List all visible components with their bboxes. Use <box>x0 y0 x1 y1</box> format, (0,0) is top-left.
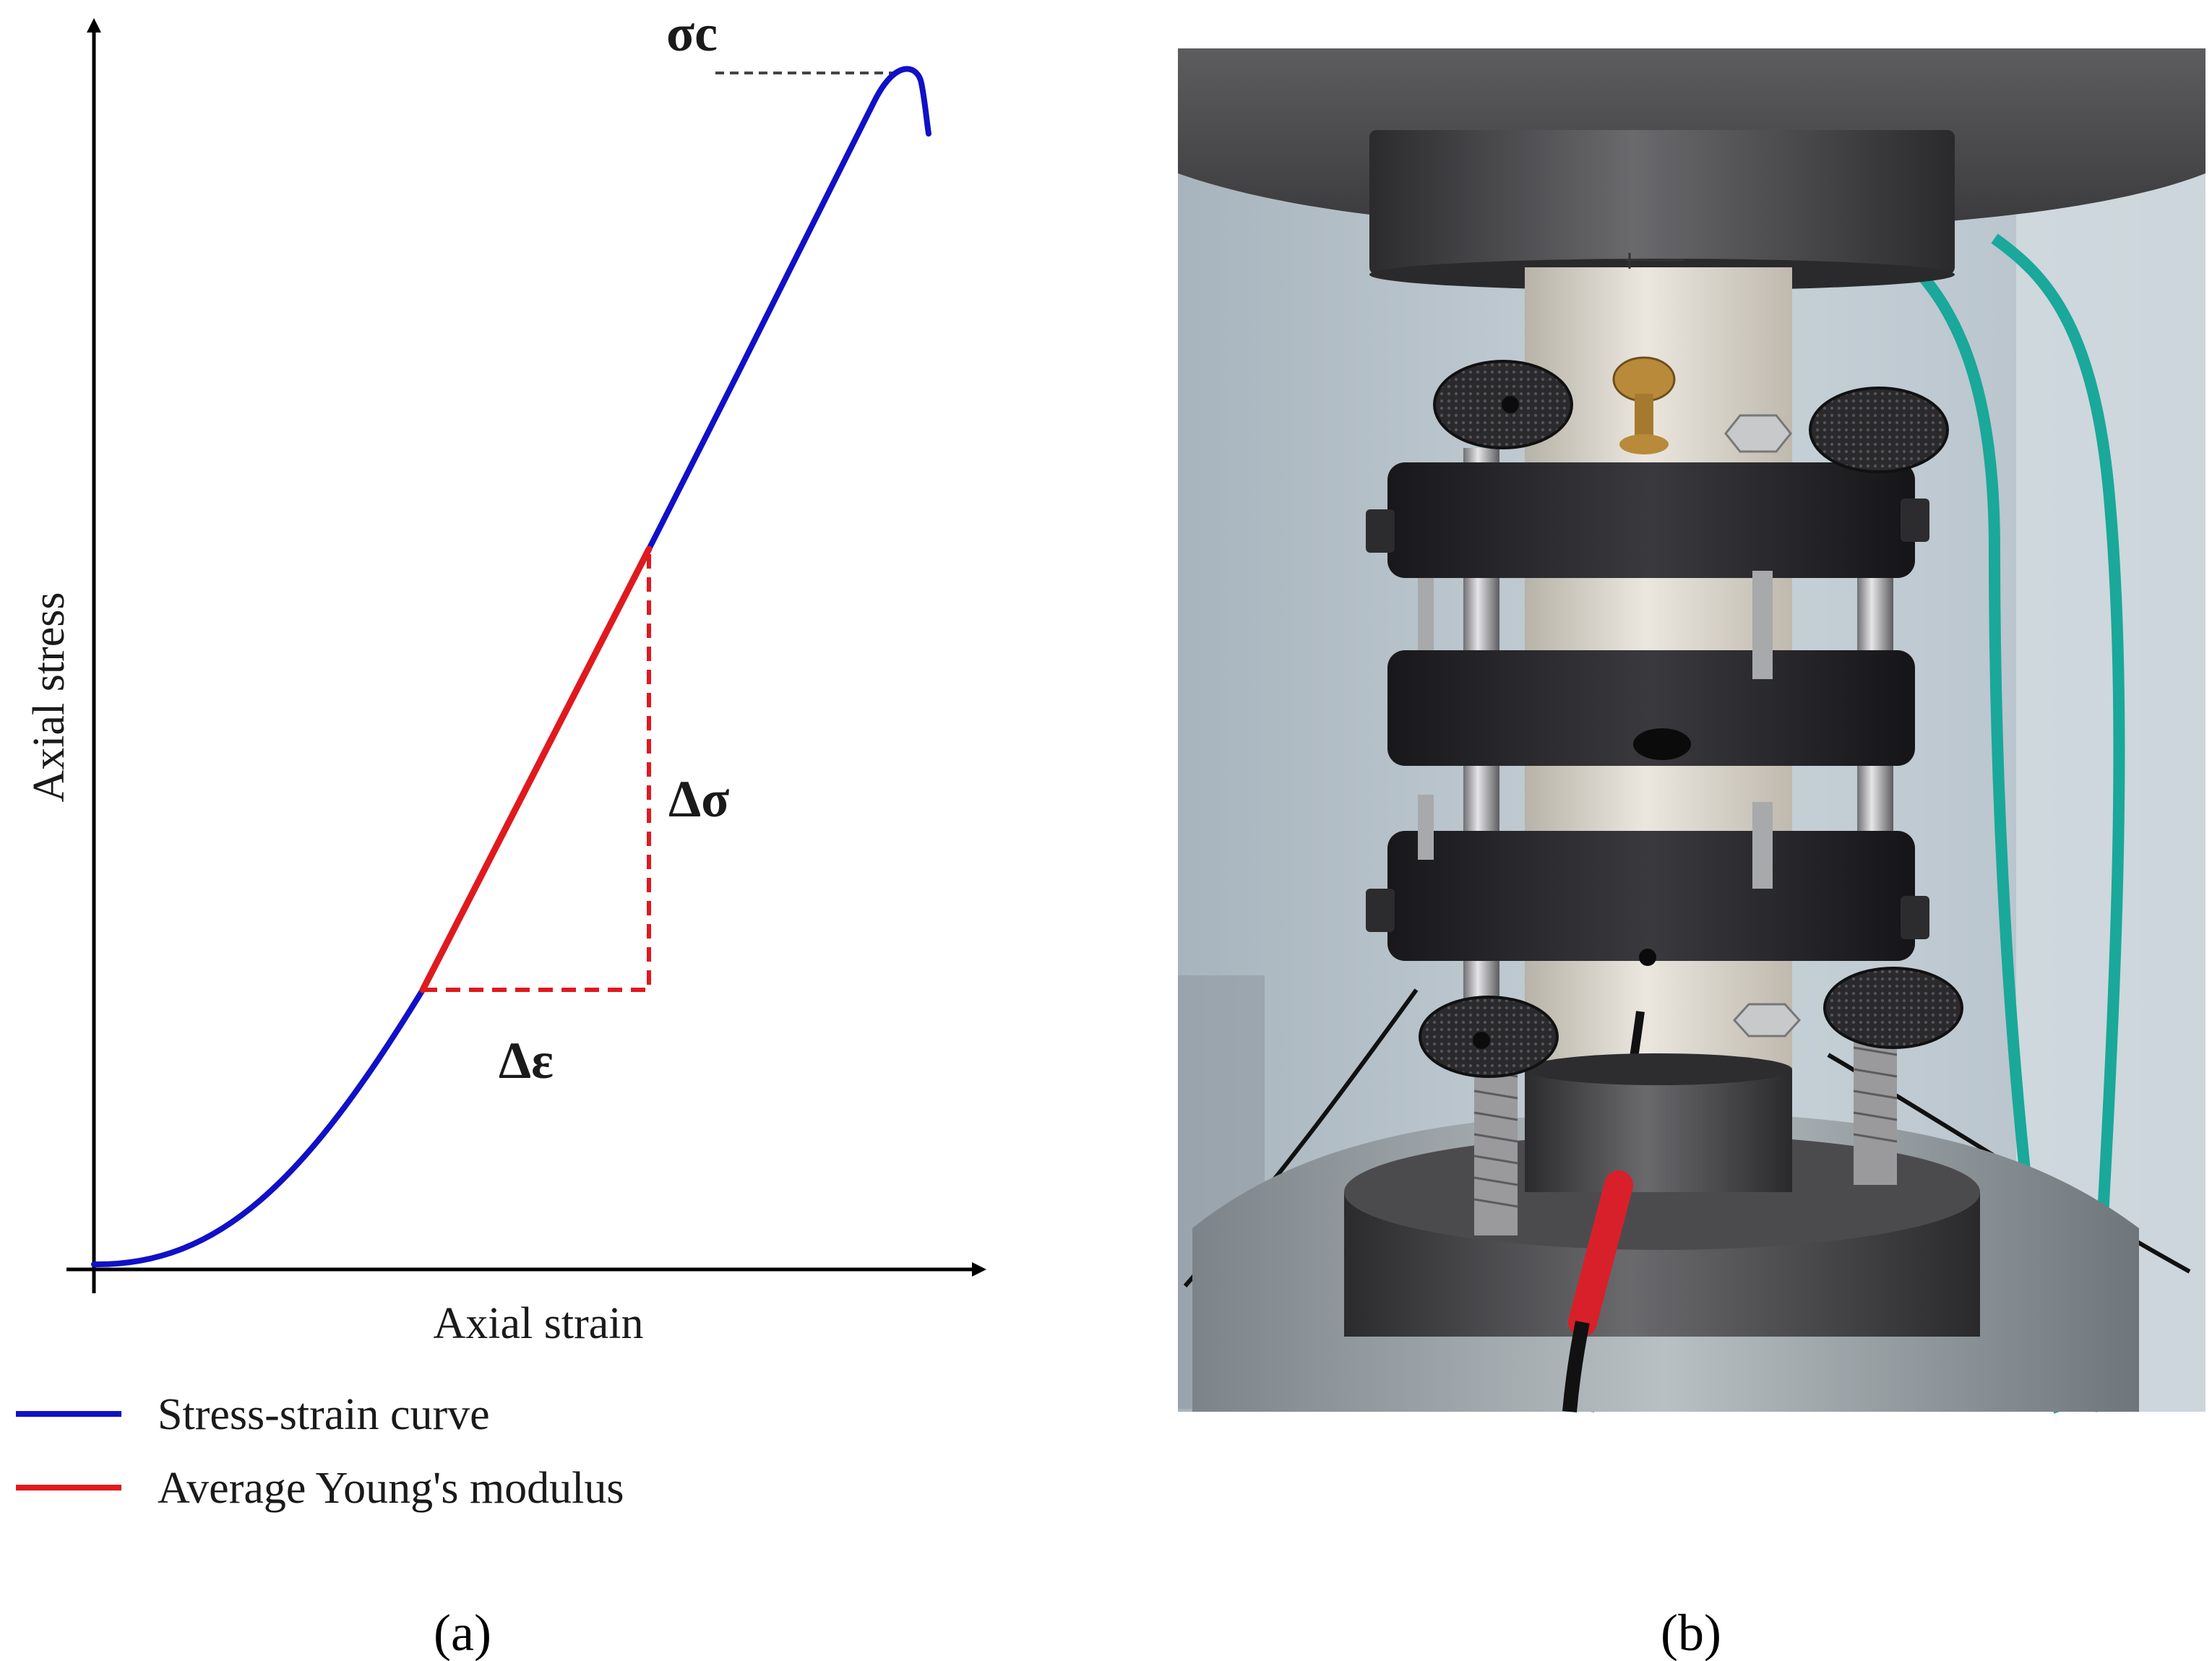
legend-label-curve: Stress-strain curve <box>158 1390 490 1439</box>
x-axis-label: Axial strain <box>434 1299 644 1348</box>
legend-label-modulus: Average Young's modulus <box>158 1464 624 1513</box>
panel-a: Axial stress Axial strain σc Δσ Δε Stres… <box>16 4 986 1661</box>
test-rig-photo <box>1178 48 2205 1414</box>
peak-stress-label: σc <box>666 4 718 62</box>
delta-strain-label: Δε <box>499 1032 554 1090</box>
legend: Stress-strain curve Average Young's modu… <box>16 1390 624 1513</box>
caption-b: (b) <box>1661 1604 1721 1661</box>
panel-b: (b) <box>1178 48 2205 1661</box>
stress-strain-curve-upper <box>646 66 931 552</box>
caption-a: (a) <box>434 1604 491 1661</box>
delta-stress-label: Δσ <box>668 770 729 828</box>
stress-strain-curve-lower <box>91 987 426 1268</box>
modulus-triangle <box>423 549 651 992</box>
young-modulus-segment <box>419 545 653 993</box>
y-axis-label: Axial stress <box>25 592 74 802</box>
